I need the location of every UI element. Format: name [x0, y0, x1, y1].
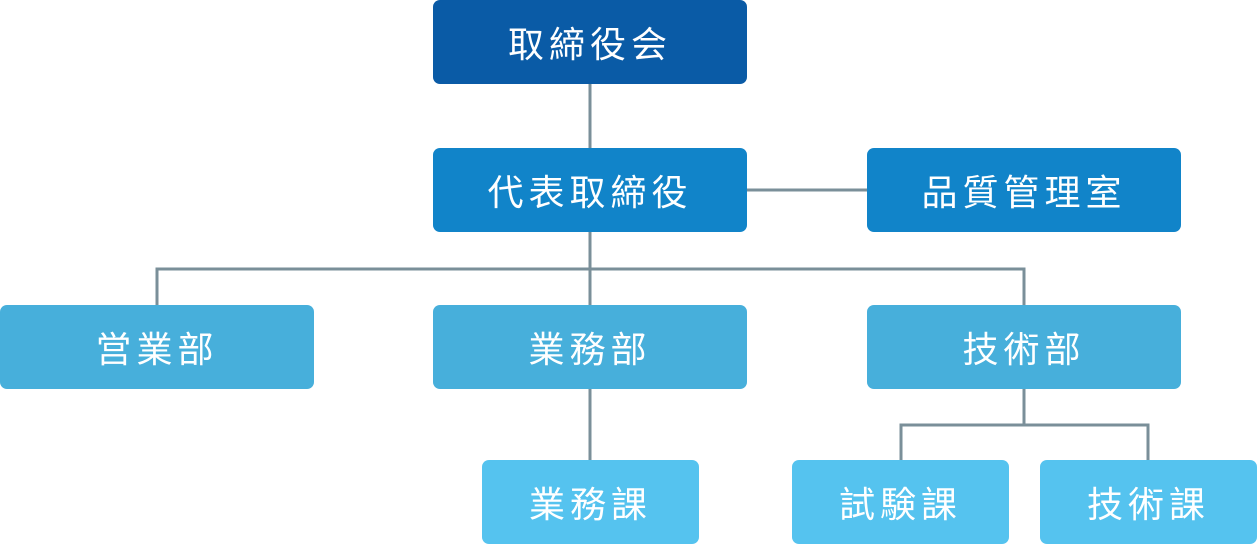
node-testing-section: 試験課 — [792, 460, 1009, 544]
node-label: 技術部 — [962, 330, 1086, 371]
node-label: 取締役会 — [507, 25, 672, 66]
node-label: 代表取締役 — [487, 173, 693, 214]
node-board-of-directors: 取締役会 — [433, 0, 747, 84]
node-quality-control-office: 品質管理室 — [867, 148, 1181, 232]
node-label: 試験課 — [838, 485, 962, 526]
node-technical-section: 技術課 — [1040, 460, 1257, 544]
node-operations-section: 業務課 — [482, 460, 699, 544]
node-label: 技術課 — [1086, 485, 1210, 526]
node-label: 品質管理室 — [921, 173, 1127, 214]
node-president: 代表取締役 — [433, 148, 747, 232]
node-operations-department: 業務部 — [433, 305, 747, 389]
node-label: 営業部 — [95, 330, 219, 371]
node-label: 業務部 — [528, 330, 652, 371]
node-technical-department: 技術部 — [867, 305, 1181, 389]
node-label: 業務課 — [528, 485, 652, 526]
node-sales-department: 営業部 — [0, 305, 314, 389]
